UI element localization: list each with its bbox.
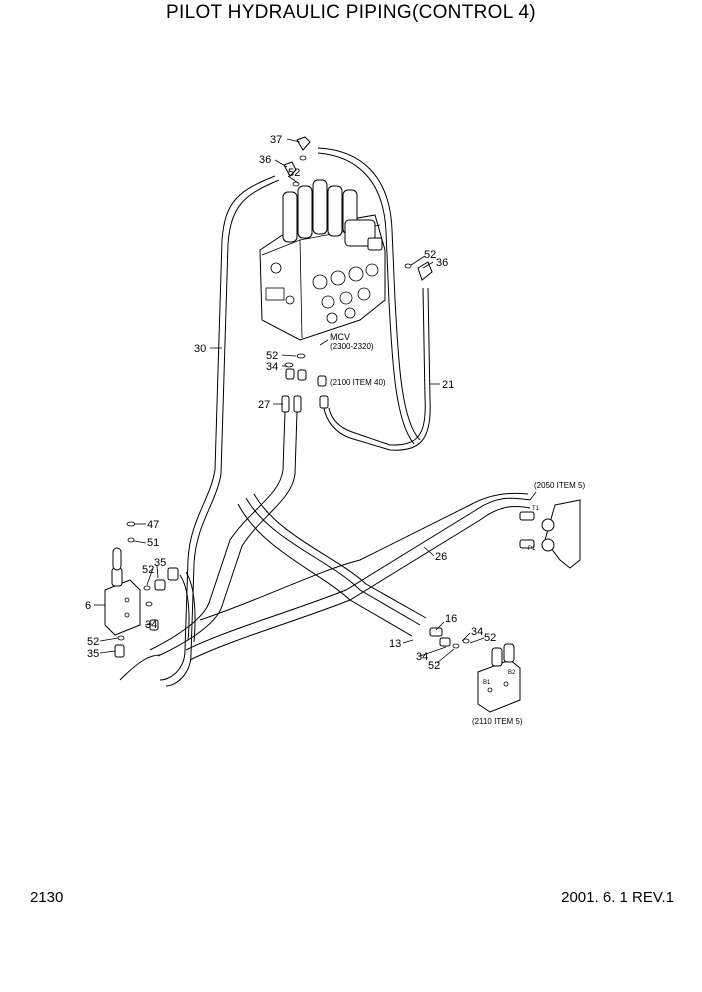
callout-34: 34 <box>266 361 278 373</box>
callout-16: 16 <box>445 613 457 625</box>
leader-lines <box>94 138 537 664</box>
callout-35: 35 <box>154 557 166 569</box>
callout-52: 52 <box>428 660 440 672</box>
port-b2-label: B2 <box>508 670 516 676</box>
callout-13: 13 <box>389 638 401 650</box>
callout-52: 52 <box>142 564 154 576</box>
callout-52: 52 <box>484 632 496 644</box>
callout-34: 34 <box>416 651 428 663</box>
callout-21: 21 <box>442 379 454 391</box>
main-control-valve <box>259 179 386 341</box>
page-number: 2130 <box>30 889 64 906</box>
lower-valve-block <box>429 627 521 713</box>
callout-27: 27 <box>258 399 270 411</box>
callout-6: 6 <box>85 600 91 612</box>
item-2110-label: (2110 ITEM 5) <box>472 717 523 726</box>
callout-34: 34 <box>145 619 157 631</box>
callout-30: 30 <box>194 343 206 355</box>
port-b1-label: B1 <box>483 680 491 686</box>
callout-37: 37 <box>270 134 282 146</box>
item-2050-label: (2050 ITEM 5) <box>534 481 585 490</box>
callout-36: 36 <box>259 154 271 166</box>
callout-52: 52 <box>266 350 278 362</box>
mcv-range-label: (2300-2320) <box>330 342 374 351</box>
callout-35: 35 <box>87 648 99 660</box>
callout-52: 52 <box>424 249 436 261</box>
mcv-label: MCV <box>330 332 350 342</box>
callout-47: 47 <box>147 519 159 531</box>
bracket-block <box>519 499 581 569</box>
port-p1-label: P1 <box>528 546 536 552</box>
port-t1-label: T1 <box>532 506 540 512</box>
reference-notes: MCV (2300-2320) (2100 ITEM 40) (2050 ITE… <box>330 332 585 726</box>
pilot-control-handle <box>104 521 179 658</box>
callout-36: 36 <box>436 257 448 269</box>
callout-34: 34 <box>471 626 483 638</box>
page-title: PILOT HYDRAULIC PIPING(CONTROL 4) <box>166 2 536 23</box>
item-2100-label: (2100 ITEM 40) <box>330 378 386 387</box>
callout-52: 52 <box>288 167 300 179</box>
mcv-fittings <box>281 136 433 413</box>
callout-52: 52 <box>87 636 99 648</box>
callout-26: 26 <box>435 551 447 563</box>
callout-labels: 37 36 52 52 36 30 52 34 27 21 47 51 35 5… <box>85 134 496 672</box>
revision-date: 2001. 6. 1 REV.1 <box>561 889 674 906</box>
callout-51: 51 <box>147 537 159 549</box>
pilot-hoses <box>119 147 531 687</box>
